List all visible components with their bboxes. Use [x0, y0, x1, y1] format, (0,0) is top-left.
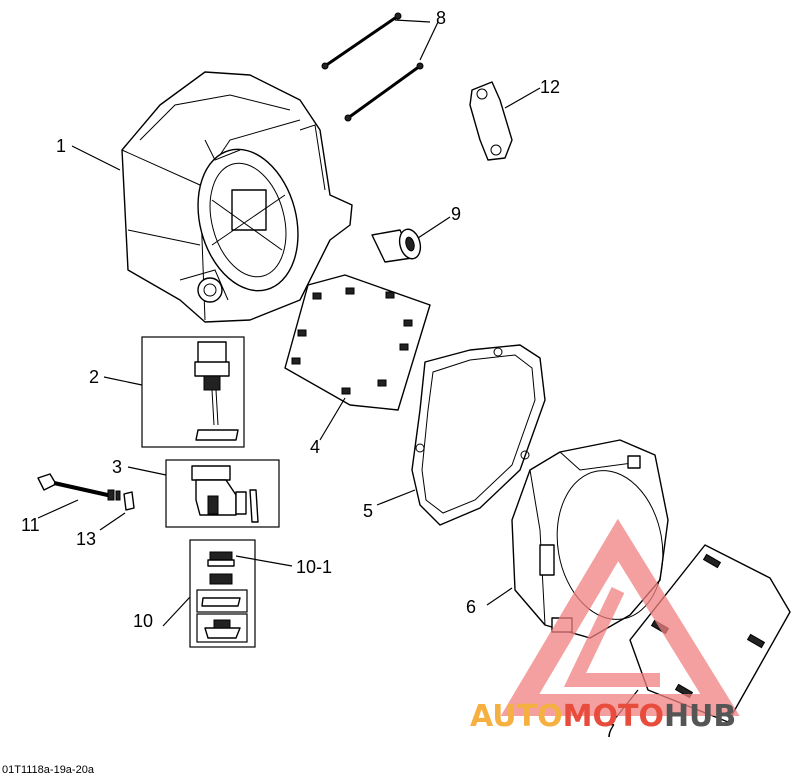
- callout-10-1: 10-1: [296, 557, 332, 577]
- part-10-box: [189, 539, 256, 648]
- callout-6: 6: [466, 597, 476, 617]
- watermark-hub: HUB: [664, 699, 736, 734]
- watermark-auto: AUTO: [470, 699, 563, 734]
- part-9-sleeve: [371, 228, 422, 263]
- drawing-code: 01T1118a-19a-20a: [2, 764, 95, 776]
- part-8-studs: [321, 12, 424, 122]
- svg-text:AUTOMOTOHUB: AUTOMOTOHUB: [470, 699, 736, 734]
- callout-3: 3: [112, 457, 122, 477]
- callout-labels: 1 2 3 4 5 6 7 8 9 10 10-1 11 12 13: [21, 8, 615, 741]
- part-1-crankcase-cover: [121, 71, 353, 323]
- callout-10: 10: [133, 611, 153, 631]
- callout-11: 11: [21, 515, 40, 535]
- part-12-bracket: [469, 81, 513, 161]
- part-3-box: [165, 459, 280, 528]
- callout-2: 2: [89, 367, 99, 387]
- part-11-bolt: [37, 473, 121, 501]
- part-13-washer: [123, 491, 135, 511]
- callout-8: 8: [436, 8, 446, 28]
- callout-1: 1: [56, 136, 66, 156]
- part-5-gasket: [411, 344, 546, 526]
- watermark-logo: AUTOMOTOHUB: [470, 518, 740, 734]
- callout-4: 4: [310, 437, 320, 457]
- watermark-moto: MOTO: [563, 699, 664, 734]
- part-7-screw-kit: [629, 544, 791, 723]
- callout-9: 9: [451, 204, 461, 224]
- callout-13: 13: [76, 529, 96, 549]
- part-4-bolt-kit: [284, 274, 431, 411]
- callout-7: 7: [605, 721, 615, 741]
- callout-5: 5: [363, 501, 373, 521]
- part-2-box: [141, 336, 245, 448]
- callout-12: 12: [540, 77, 560, 97]
